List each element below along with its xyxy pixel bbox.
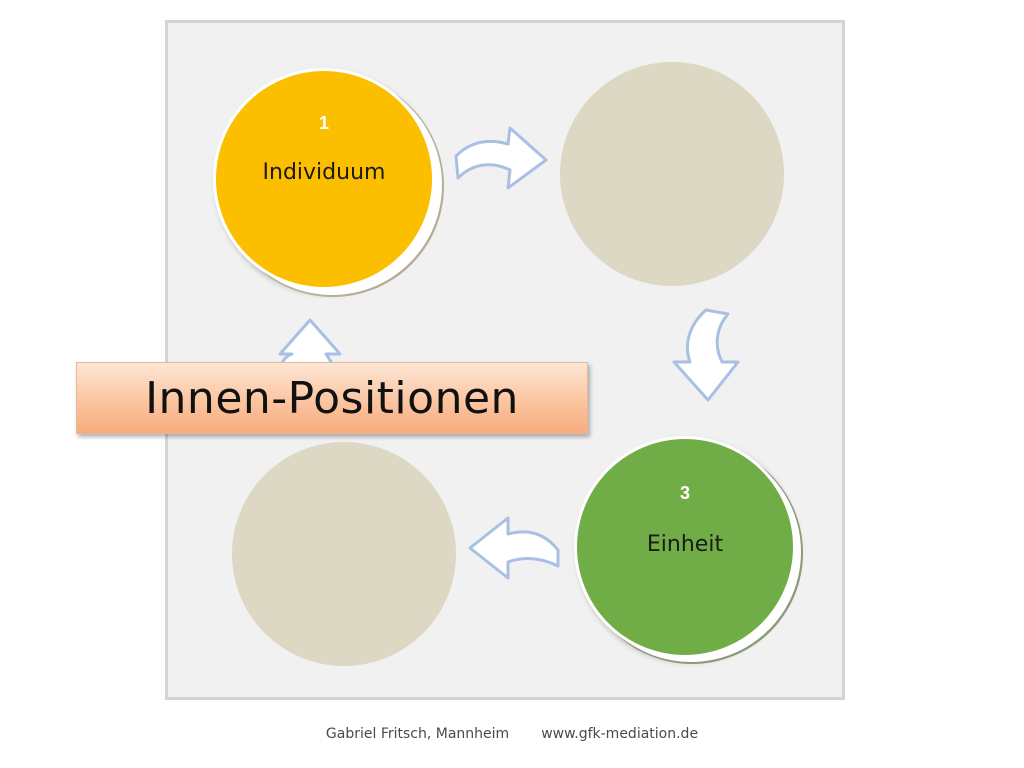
- node-label: Individuum: [262, 160, 386, 185]
- node-individuum: 1 Individuum: [213, 68, 435, 290]
- node-einheit: 3 Einheit: [574, 436, 796, 658]
- node-label: Einheit: [646, 532, 724, 557]
- node-number: 3: [679, 483, 690, 503]
- footer-author: Gabriel Fritsch, Mannheim: [325, 726, 510, 742]
- title-banner: Innen-Positionen: [76, 362, 588, 434]
- footer: Gabriel Fritsch, Mannheim www.gfk-mediati…: [0, 726, 1024, 742]
- diagram-title: Innen-Positionen: [145, 372, 519, 424]
- node-empty-top-right: [560, 62, 784, 286]
- arrow-right-icon: [454, 126, 548, 190]
- arrow-down-icon: [672, 308, 740, 402]
- footer-website: www.gfk-mediation.de: [541, 726, 699, 742]
- arrow-left-icon: [468, 516, 560, 580]
- node-empty-bottom-left: [232, 442, 456, 666]
- node-number: 1: [318, 113, 329, 133]
